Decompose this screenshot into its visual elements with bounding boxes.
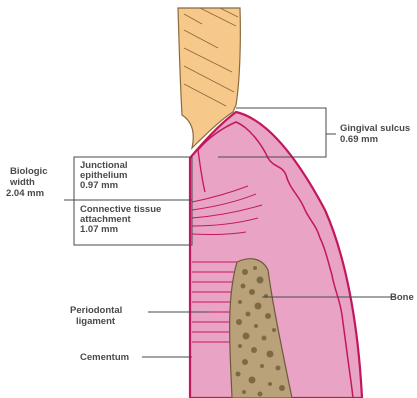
- cementum-label: Cementum: [80, 352, 129, 363]
- connective-tissue-label: Connective tissue attachment 1.07 mm: [80, 204, 164, 235]
- biologic-width-label: Biologic width 2.04 mm: [6, 166, 50, 199]
- bone-label: Bone: [390, 292, 414, 303]
- periodontal-ligament-label: Periodontal ligament: [70, 305, 125, 327]
- gingival-sulcus-label: Gingival sulcus 0.69 mm: [340, 123, 413, 145]
- junctional-epithelium-label: Junctional epithelium 0.97 mm: [80, 160, 130, 191]
